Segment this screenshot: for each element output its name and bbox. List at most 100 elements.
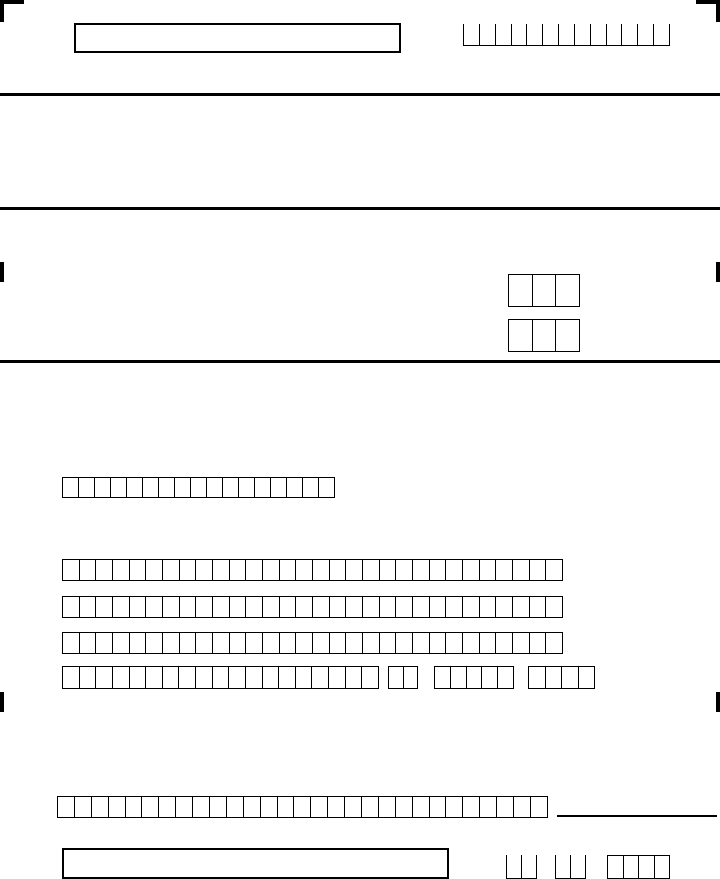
character-cell[interactable] [496,560,514,580]
postal-code-field[interactable] [434,666,514,689]
character-cell[interactable] [330,633,347,653]
character-cell[interactable] [279,667,296,688]
character-cell[interactable] [319,478,334,497]
state-field[interactable] [388,666,418,689]
character-cell[interactable] [303,478,319,497]
character-cell[interactable] [512,24,528,45]
character-cell[interactable] [130,597,147,617]
character-cell[interactable] [509,275,533,306]
character-cell[interactable] [180,633,197,653]
character-cell[interactable] [513,633,530,653]
character-cell[interactable] [263,560,280,580]
character-cell[interactable] [63,633,80,653]
character-cell[interactable] [130,560,147,580]
character-cell[interactable] [278,797,295,817]
character-cell[interactable] [562,667,579,688]
character-cell[interactable] [482,667,499,688]
character-cell[interactable] [363,597,380,617]
character-cell[interactable] [246,597,264,617]
character-cell[interactable] [146,597,164,617]
character-cell[interactable] [530,633,547,653]
character-cell[interactable] [638,24,655,45]
character-cell[interactable] [271,478,287,497]
signature-box[interactable] [62,848,449,879]
character-cell[interactable] [507,855,522,878]
character-cell[interactable] [496,597,514,617]
character-cell[interactable] [159,478,175,497]
character-cell[interactable] [346,597,364,617]
extension-field[interactable] [528,666,595,689]
character-cell[interactable] [246,560,264,580]
character-cell[interactable] [546,597,562,617]
character-cell[interactable] [346,633,364,653]
character-cell[interactable] [227,797,244,817]
character-cell[interactable] [430,797,447,817]
character-cell[interactable] [531,797,547,817]
character-cell[interactable] [96,633,114,653]
character-cell[interactable] [446,560,464,580]
character-cell[interactable] [79,478,95,497]
check-box-1[interactable] [508,274,580,307]
character-cell[interactable] [330,560,347,580]
character-cell[interactable] [230,597,247,617]
character-cell[interactable] [180,597,197,617]
character-cell[interactable] [556,320,579,351]
id-field[interactable] [62,477,335,498]
address-line-1-field[interactable] [62,559,563,581]
character-cell[interactable] [280,560,297,580]
character-cell[interactable] [109,797,126,817]
character-cell[interactable] [193,797,211,817]
character-cell[interactable] [296,560,314,580]
character-cell[interactable] [413,560,430,580]
character-cell[interactable] [527,24,544,45]
character-cell[interactable] [533,320,557,351]
character-cell[interactable] [313,633,330,653]
character-cell[interactable] [163,667,180,688]
character-cell[interactable] [575,24,591,45]
character-cell[interactable] [142,797,160,817]
character-cell[interactable] [280,633,297,653]
character-cell[interactable] [213,667,230,688]
character-cell[interactable] [113,667,130,688]
character-cell[interactable] [396,633,414,653]
character-cell[interactable] [296,667,313,688]
character-cell[interactable] [63,478,79,497]
date-year-field[interactable] [607,855,670,879]
character-cell[interactable] [191,478,207,497]
character-cell[interactable] [246,667,263,688]
character-cell[interactable] [80,597,97,617]
character-cell[interactable] [312,667,329,688]
character-cell[interactable] [196,667,213,688]
character-cell[interactable] [480,560,497,580]
character-cell[interactable] [496,633,514,653]
character-cell[interactable] [480,597,497,617]
character-cell[interactable] [130,667,147,688]
character-cell[interactable] [480,797,498,817]
character-cell[interactable] [571,855,585,878]
character-cell[interactable] [346,560,364,580]
character-cell[interactable] [261,797,278,817]
character-cell[interactable] [239,478,255,497]
character-cell[interactable] [113,633,130,653]
character-cell[interactable] [229,667,246,688]
character-cell[interactable] [529,667,546,688]
character-cell[interactable] [92,797,109,817]
character-cell[interactable] [556,855,571,878]
character-cell[interactable] [514,797,531,817]
character-cell[interactable] [607,24,623,45]
character-cell[interactable] [379,797,396,817]
character-cell[interactable] [413,597,430,617]
character-cell[interactable] [63,597,80,617]
character-cell[interactable] [556,275,579,306]
character-cell[interactable] [210,797,227,817]
character-cell[interactable] [263,597,280,617]
character-cell[interactable] [463,560,480,580]
character-cell[interactable] [146,667,163,688]
character-cell[interactable] [413,633,430,653]
character-cell[interactable] [294,797,312,817]
character-cell[interactable] [244,797,261,817]
character-cell[interactable] [179,667,196,688]
character-cell[interactable] [463,633,480,653]
character-cell[interactable] [127,478,143,497]
character-cell[interactable] [622,24,639,45]
